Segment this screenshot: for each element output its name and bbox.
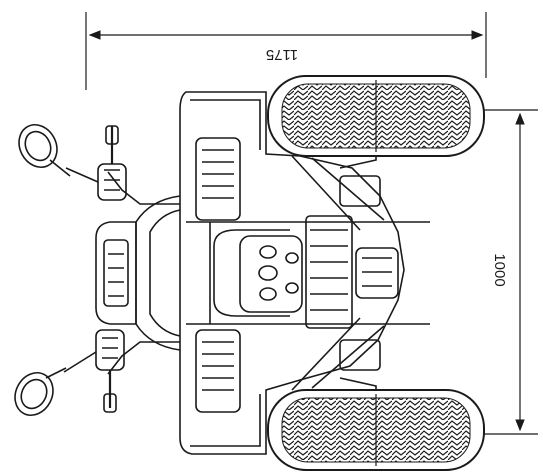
dimension-width — [472, 109, 538, 435]
arrowhead-left — [88, 30, 101, 40]
arrowhead-top — [515, 112, 525, 125]
arrowhead-bottom — [515, 419, 525, 432]
mirror-left — [18, 124, 71, 177]
mirror-right — [14, 367, 67, 416]
handlebar-left — [65, 125, 180, 205]
length-label: 1175 — [266, 46, 298, 63]
handlebar-right — [63, 329, 180, 413]
tire-top — [267, 75, 485, 157]
tire-bottom — [267, 389, 485, 471]
arrowhead-right — [471, 30, 484, 40]
atv-body — [95, 91, 430, 455]
dimension-length — [85, 12, 487, 90]
width-label: 1000 — [491, 253, 508, 286]
